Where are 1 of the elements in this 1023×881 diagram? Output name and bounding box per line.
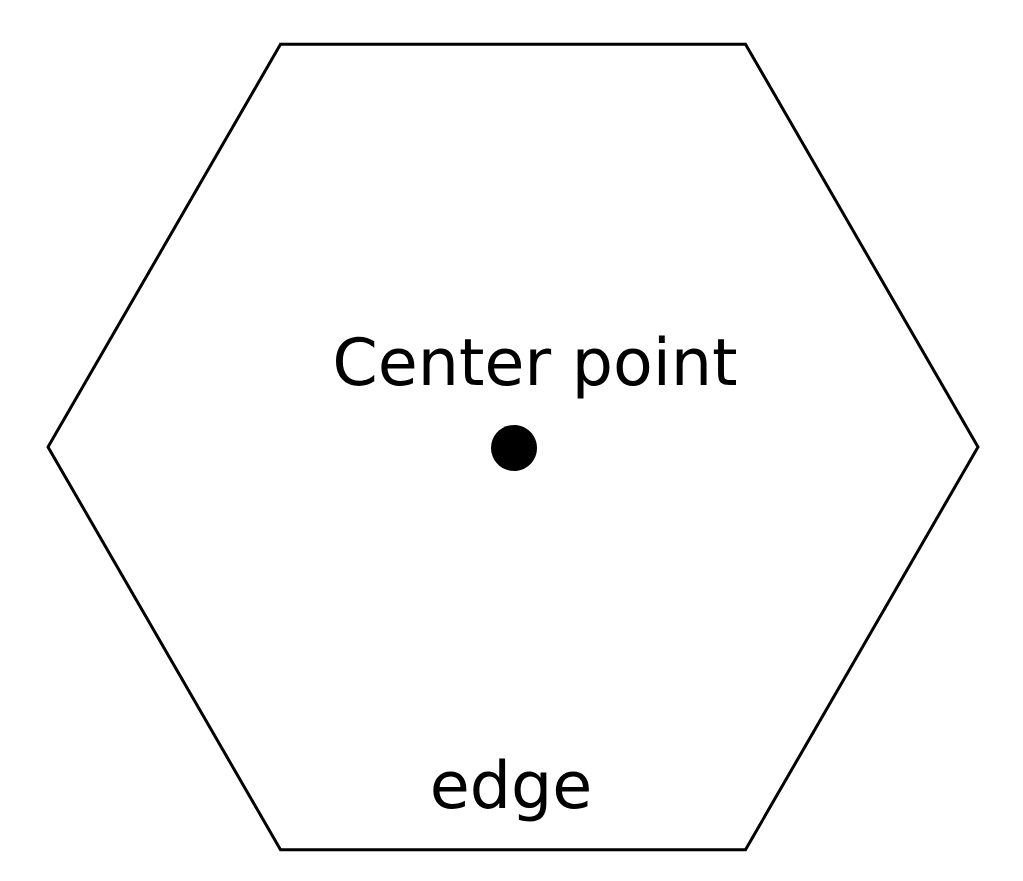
hexagon: Center point edge: [46, 42, 980, 852]
